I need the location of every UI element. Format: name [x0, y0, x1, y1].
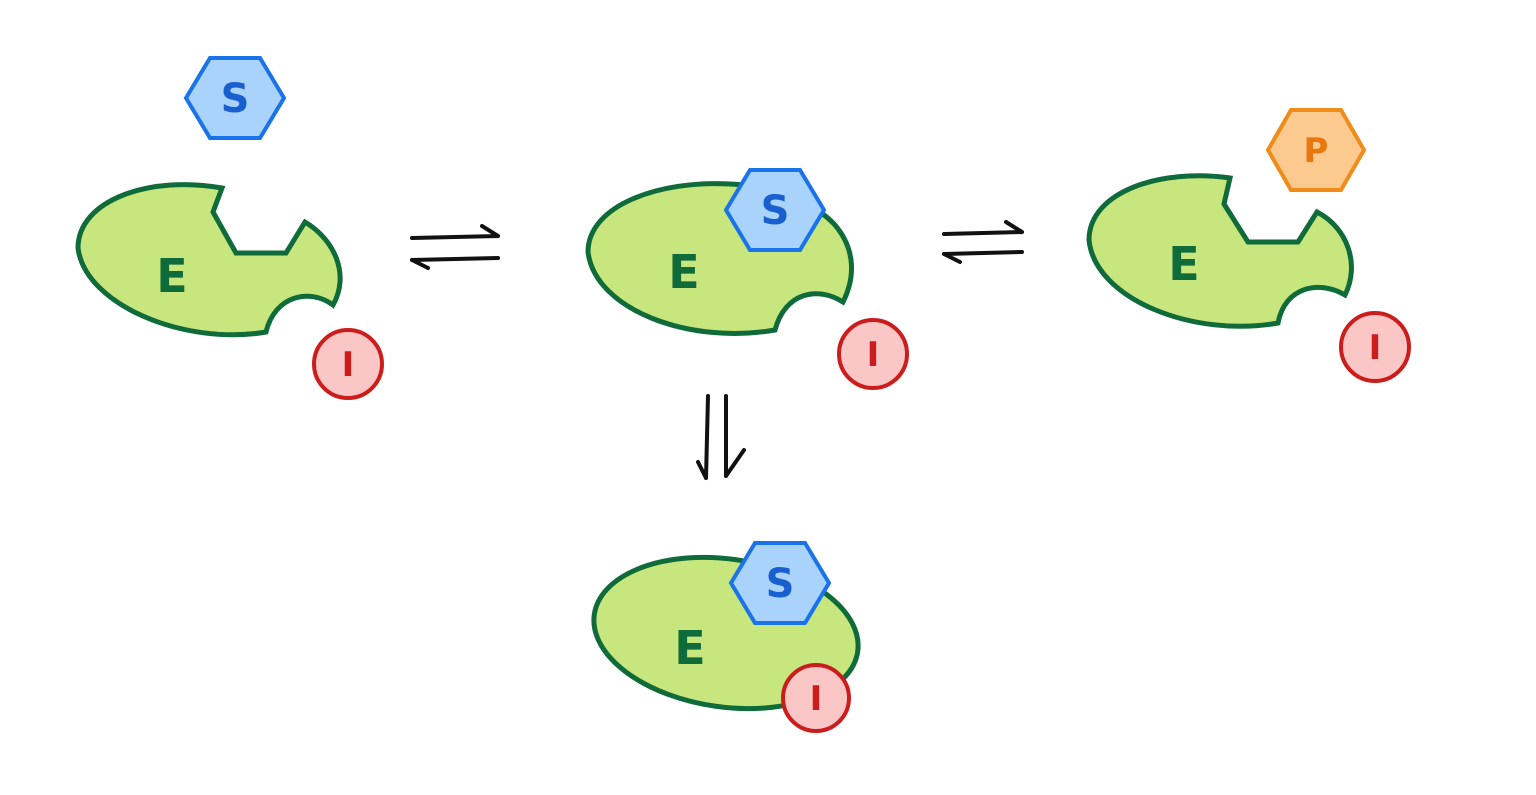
substrate-hexagon — [723, 168, 827, 252]
substrate-hexagon — [183, 56, 287, 140]
equilibrium-arrows-vertical — [696, 394, 746, 480]
product-label: P — [1304, 131, 1329, 171]
product-hexagon — [1265, 108, 1367, 192]
inhibitor-circle — [781, 663, 851, 733]
substrate-label: S — [221, 76, 250, 122]
state-free-enzyme: E S I — [75, 56, 384, 400]
inhibitor-label: I — [342, 345, 355, 385]
equilibrium-arrows-2 — [942, 220, 1024, 264]
substrate-label: S — [766, 561, 795, 607]
equilibrium-arrows-1 — [410, 224, 500, 270]
enzyme-open-shape — [1086, 173, 1354, 329]
enzyme-open-shape — [75, 182, 343, 338]
enzyme-label: E — [1168, 237, 1199, 291]
inhibitor-circle — [1339, 311, 1411, 383]
enzyme-label: E — [674, 621, 705, 675]
substrate-label: S — [761, 188, 790, 234]
enzyme-label: E — [156, 249, 187, 303]
inhibitor-circle — [312, 328, 384, 400]
substrate-hexagon — [728, 541, 832, 625]
inhibitor-label: I — [810, 679, 823, 719]
inhibitor-label: I — [867, 335, 880, 375]
enzyme-label: E — [668, 245, 699, 299]
state-enzyme-substrate-inhibitor-complex: E S I — [591, 541, 861, 733]
inhibitor-circle — [837, 318, 909, 390]
inhibitor-label: I — [1369, 328, 1382, 368]
state-enzyme-substrate-complex: E S I — [585, 168, 909, 390]
state-enzyme-product: E P I — [1086, 108, 1411, 383]
